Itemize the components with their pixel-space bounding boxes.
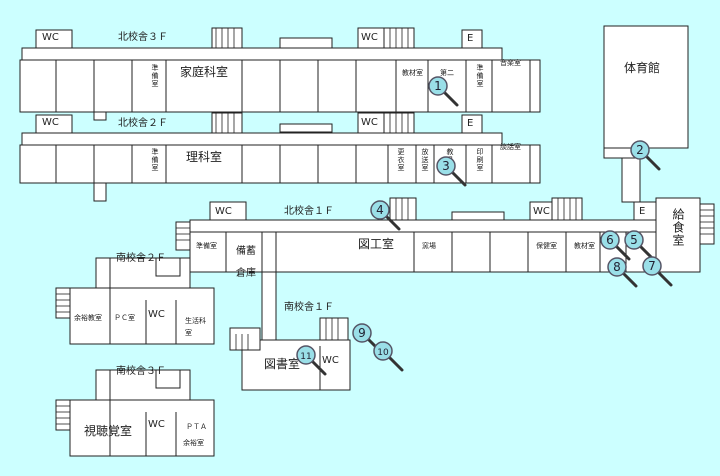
marker-7-label: 7: [648, 259, 656, 273]
north3-title: 北校舎３Ｆ: [118, 32, 168, 43]
south3-av-room: 視聴覚室: [84, 424, 133, 438]
north1-health-room: 保健室: [536, 242, 557, 250]
marker-8-label: 8: [613, 260, 621, 274]
marker-5-magnifier-icon[interactable]: 5: [623, 229, 663, 269]
marker-6-label: 6: [606, 233, 614, 247]
south3-wc: WC: [148, 419, 165, 430]
north1-equipment-room: 備蓄倉庫: [236, 246, 256, 279]
north1-building: [189, 231, 657, 273]
south1-library: 図書室: [264, 357, 301, 371]
north2-wc-right: WC: [361, 117, 378, 128]
marker-1-label: 1: [434, 79, 442, 93]
marker-11-magnifier-icon[interactable]: 11: [295, 344, 335, 384]
north1-materials-room: 教材室: [574, 242, 595, 250]
south3-title: 南校舎３Ｆ: [116, 366, 166, 377]
south3-pta-room: ＰＴＡ: [186, 423, 207, 431]
marker-11-label: 11: [300, 352, 311, 362]
marker-4-label: 4: [376, 203, 384, 217]
gym-building: [603, 25, 689, 149]
north1-kiln-room: 窯場: [422, 242, 436, 250]
north3-prep-room: 準備室: [151, 64, 159, 88]
north3-prep-room-right: 準備室: [476, 64, 484, 88]
north2-title: 北校舎２Ｆ: [118, 118, 168, 129]
marker-1-magnifier-icon[interactable]: 1: [427, 75, 467, 115]
marker-7-magnifier-icon[interactable]: 7: [641, 255, 681, 295]
north2-print-room: 印刷室: [476, 148, 484, 172]
north2-prep-room: 準備室: [151, 148, 159, 172]
north2-science-room: 理科室: [186, 150, 223, 164]
north2-meeting-room: 談話室: [500, 143, 521, 151]
south1-wc: WC: [322, 355, 339, 366]
marker-2-magnifier-icon[interactable]: 2: [629, 139, 669, 179]
north3-wc-right: WC: [361, 32, 378, 43]
north3-wc-left: WC: [42, 32, 59, 43]
north1-wc-left: WC: [215, 206, 232, 217]
south2-pc-room: ＰＣ室: [114, 314, 135, 322]
north2-broadcast-room: 放送室: [421, 148, 429, 172]
marker-10-magnifier-icon[interactable]: 10: [372, 340, 412, 380]
marker-6-magnifier-icon[interactable]: 6: [599, 229, 639, 269]
marker-3-label: 3: [442, 159, 450, 173]
north3-elevator: E: [467, 33, 474, 44]
north1-elevator: E: [639, 206, 646, 217]
south2-wc: WC: [148, 309, 165, 320]
south2-building: [69, 287, 215, 345]
north1-wc-right: WC: [533, 206, 550, 217]
south2-reserve-room: 余裕教室: [74, 314, 102, 322]
kitchen-building: [655, 197, 701, 273]
south2-title: 南校舎２Ｆ: [116, 253, 166, 264]
north3-music-room: 音楽室: [500, 59, 521, 67]
south3-reserve-room: 余裕室: [183, 439, 204, 447]
south1-title: 南校舎１Ｆ: [284, 302, 334, 313]
marker-5-label: 5: [630, 233, 638, 247]
marker-10-label: 10: [377, 348, 389, 358]
marker-8-magnifier-icon[interactable]: 8: [606, 256, 646, 296]
gym-title: 体育館: [624, 61, 661, 75]
marker-2-label: 2: [636, 143, 644, 157]
north1-lunch-prep-room: 準備室: [196, 242, 217, 250]
north1-arts-room: 図工室: [358, 237, 395, 251]
north2-wc-left: WC: [42, 117, 59, 128]
north3-home-ec-room: 家庭科室: [180, 65, 229, 79]
marker-9-label: 9: [358, 326, 366, 340]
north2-elevator: E: [467, 118, 474, 129]
marker-3-magnifier-icon[interactable]: 3: [435, 155, 475, 195]
north1-title: 北校舎１Ｆ: [284, 206, 334, 217]
kitchen-title: 給食室: [671, 208, 685, 247]
north3-second-room: 第二: [440, 69, 454, 77]
marker-4-magnifier-icon[interactable]: 4: [369, 199, 409, 239]
north3-materials-room: 教材室: [402, 69, 423, 77]
north2-shelter-room: 更衣室: [397, 148, 405, 172]
south2-student-room: 生活科室: [185, 317, 206, 337]
